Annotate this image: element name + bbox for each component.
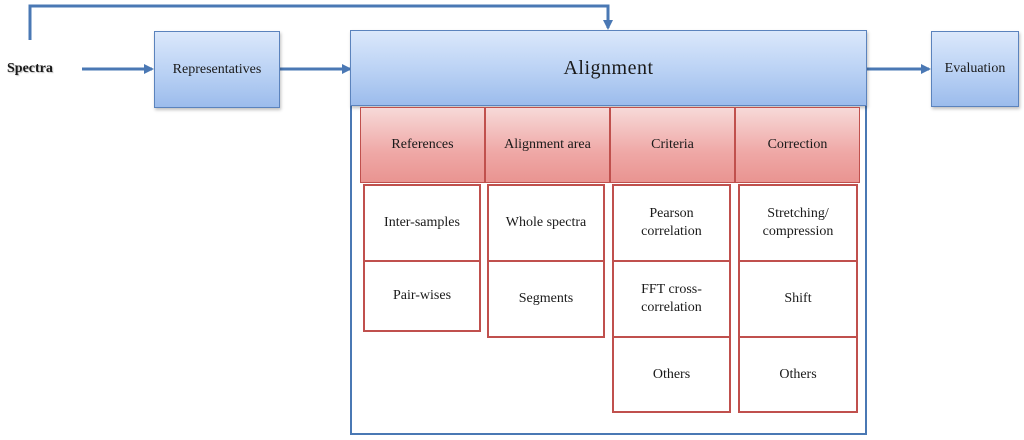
cell-criteria-others: Others <box>612 336 731 413</box>
evaluation-label: Evaluation <box>944 61 1006 76</box>
cell-inter-samples: Inter-samples <box>363 184 481 262</box>
spectra-label: Spectra <box>7 61 53 76</box>
cell-whole-spectra-label: Whole spectra <box>505 215 587 230</box>
cell-pearson-correlation-label: Pearson correlation <box>641 206 702 239</box>
alignment-node: Alignment <box>350 30 867 106</box>
cell-fft-cross-correlation: FFT cross-correlation <box>612 260 731 338</box>
header-references-label: References <box>391 137 454 152</box>
cell-correction-others-label: Others <box>779 366 817 382</box>
header-alignment-area-label: Alignment area <box>504 137 591 152</box>
cell-stretching-compression: Stretching/ compression <box>738 184 858 262</box>
cell-pearson-correlation: Pearson correlation <box>612 184 731 262</box>
cell-stretching-compression-label: Stretching/ compression <box>762 206 834 239</box>
evaluation-node: Evaluation <box>931 31 1019 107</box>
header-criteria: Criteria <box>610 107 735 183</box>
cell-correction-others: Others <box>738 336 858 413</box>
representatives-node: Representatives <box>154 31 280 108</box>
header-references: References <box>360 107 485 183</box>
header-criteria-label: Criteria <box>651 137 694 152</box>
cell-whole-spectra: Whole spectra <box>487 184 605 262</box>
cell-pair-wises: Pair-wises <box>363 260 481 332</box>
cell-fft-cross-correlation-label: FFT cross-correlation <box>641 282 702 315</box>
cell-shift: Shift <box>738 260 858 338</box>
alignment-label: Alignment <box>563 56 654 79</box>
cell-criteria-others-label: Others <box>652 366 691 382</box>
cell-inter-samples-label: Inter-samples <box>384 215 460 230</box>
feedback-arrow <box>28 4 613 40</box>
header-correction: Correction <box>735 107 860 183</box>
cell-pair-wises-label: Pair-wises <box>392 288 452 303</box>
cell-segments-label: Segments <box>518 291 574 306</box>
header-correction-label: Correction <box>767 137 828 152</box>
cell-shift-label: Shift <box>784 291 812 306</box>
header-alignment-area: Alignment area <box>485 107 610 183</box>
representatives-label: Representatives <box>172 61 262 77</box>
cell-segments: Segments <box>487 260 605 338</box>
